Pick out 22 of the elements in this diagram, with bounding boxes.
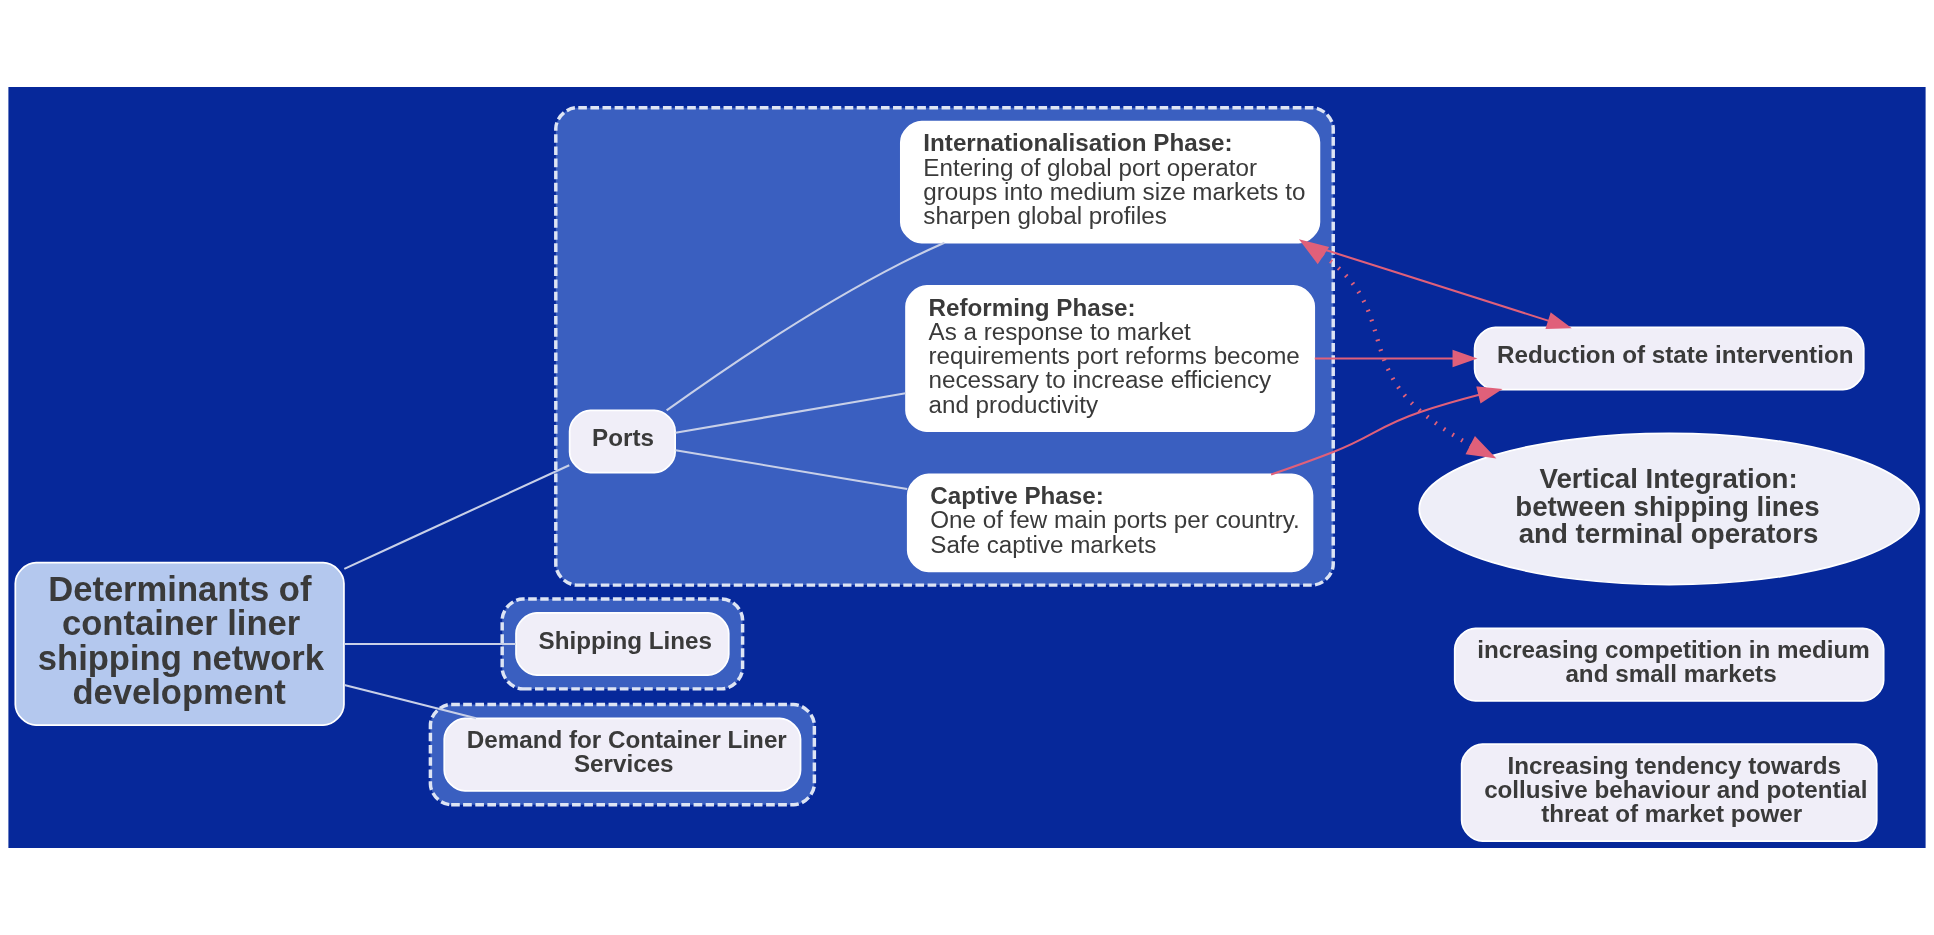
node-box: Determinants of container liner shipping network development xyxy=(14,561,345,727)
connector xyxy=(666,241,945,412)
cluster xyxy=(554,106,1335,587)
node-box: Ports xyxy=(568,409,676,474)
arrow xyxy=(1298,239,1497,459)
connector xyxy=(343,464,570,570)
node-box: increasing competition in medium and small markets xyxy=(1453,627,1885,702)
node-box: Reduction of state intervention xyxy=(1473,326,1865,391)
connector xyxy=(675,392,906,434)
arrow xyxy=(1270,386,1503,476)
node-box: Shipping Lines xyxy=(515,611,730,676)
node-box: Internationalisation Phase: Entering of global port operator groups into medium size markets to sharpen global profiles xyxy=(899,120,1321,244)
cluster xyxy=(500,597,745,691)
connector xyxy=(675,449,908,491)
node-box: Demand for Container Liner Services xyxy=(443,717,802,792)
arrow xyxy=(1314,349,1478,368)
node-box: Increasing tendency towards collusive behaviour and potential threat of market power xyxy=(1460,743,1878,842)
connector xyxy=(344,683,477,720)
node-box: Captive Phase: One of few main ports per country. Safe captive markets xyxy=(906,473,1314,573)
node-box: Reforming Phase: As a response to market requirements port reforms become necessary to increase efficiency and productivity xyxy=(905,285,1316,433)
connector xyxy=(344,642,516,645)
cluster xyxy=(428,702,817,807)
